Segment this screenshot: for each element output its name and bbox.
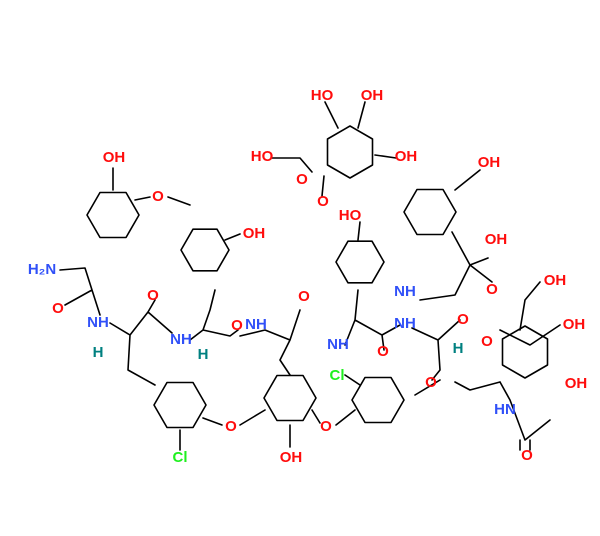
ring bbox=[326, 125, 374, 179]
ring bbox=[86, 191, 140, 239]
ring bbox=[335, 240, 385, 284]
atom-label: O bbox=[147, 287, 159, 304]
atom-label: HO bbox=[339, 207, 362, 224]
atom-label: NH bbox=[394, 283, 416, 300]
atom-label: O bbox=[225, 418, 237, 435]
atom-label: OH bbox=[544, 272, 567, 289]
ring bbox=[263, 374, 317, 422]
atom-label: NH bbox=[170, 331, 192, 348]
atom-label: NH bbox=[245, 316, 267, 333]
atom-label: H bbox=[93, 344, 104, 361]
atom-label: NH bbox=[394, 315, 416, 332]
atom-label: O bbox=[457, 311, 469, 328]
atom-label: HO bbox=[311, 87, 334, 104]
atom-labels: HO OH HO O OH O OH OH O OH HO OH O NH OH… bbox=[28, 87, 587, 466]
atom-label: HN bbox=[494, 401, 516, 418]
atom-label: OH bbox=[563, 316, 586, 333]
atom-label: O bbox=[320, 418, 332, 435]
ring bbox=[180, 228, 230, 272]
atom-label: H₂N bbox=[28, 261, 56, 278]
atom-label: OH bbox=[103, 149, 126, 166]
atom-label: NH bbox=[87, 314, 109, 331]
atom-label: O bbox=[521, 447, 533, 464]
atom-label: OH bbox=[485, 231, 508, 248]
atom-label: OH bbox=[565, 375, 588, 392]
atom-label: Cl bbox=[330, 367, 345, 384]
ring bbox=[153, 381, 207, 429]
atom-label: O bbox=[317, 193, 329, 210]
bonds bbox=[59, 101, 561, 451]
rings bbox=[86, 125, 549, 429]
atom-label: OH bbox=[395, 148, 418, 165]
atom-label: HO bbox=[251, 148, 274, 165]
atom-label: O bbox=[425, 374, 437, 391]
atom-label: OH bbox=[243, 225, 266, 242]
atom-label: NH bbox=[327, 336, 349, 353]
ring bbox=[351, 376, 405, 424]
atom-label: O bbox=[486, 281, 498, 298]
atom-label: O bbox=[152, 188, 164, 205]
atom-label: O bbox=[298, 288, 310, 305]
atom-label: O bbox=[231, 317, 243, 334]
atom-label: O bbox=[296, 171, 308, 188]
atom-label: OH bbox=[361, 87, 384, 104]
ring bbox=[501, 325, 549, 379]
atom-label: H bbox=[198, 346, 209, 363]
atom-label: OH bbox=[478, 154, 501, 171]
atom-label: Cl bbox=[173, 449, 188, 466]
atom-label: O bbox=[52, 300, 64, 317]
atom-label: OH bbox=[280, 449, 303, 466]
atom-label: H bbox=[453, 340, 464, 357]
ring bbox=[403, 188, 457, 236]
atom-label: O bbox=[377, 343, 389, 360]
atom-label: O bbox=[481, 333, 493, 350]
